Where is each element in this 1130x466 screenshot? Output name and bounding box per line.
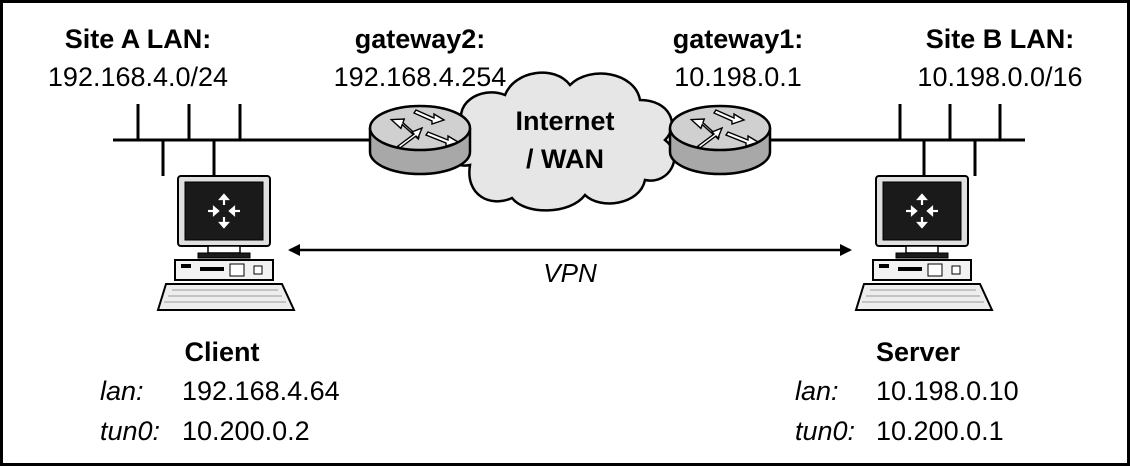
gateway1-router-icon: [668, 104, 772, 176]
site-a-subnet: 192.168.4.0/24: [48, 62, 228, 92]
client-lan-value: 192.168.4.64: [182, 376, 340, 406]
server-tun-label: tun0:: [795, 416, 855, 446]
server-tun-value: 10.200.0.1: [876, 416, 1004, 446]
vpn-label: VPN: [543, 258, 597, 288]
client-workstation-icon: [156, 174, 296, 312]
server-title: Server: [876, 337, 961, 367]
wan-label: / WAN: [526, 144, 604, 174]
gateway2-address: 192.168.4.254: [334, 62, 507, 92]
gateway1-address: 10.198.0.1: [674, 62, 802, 92]
gateway2-router-icon: [368, 104, 472, 176]
site-a-lan-bus: [113, 104, 380, 180]
client-tun-label: tun0:: [100, 416, 160, 446]
client-title: Client: [184, 337, 259, 367]
gateway2-title: gateway2:: [355, 24, 486, 54]
server-lan-value: 10.198.0.10: [876, 376, 1019, 406]
server-lan-label: lan:: [795, 376, 839, 406]
site-a-title: Site A LAN:: [65, 24, 212, 54]
site-b-lan-bus: [760, 104, 1025, 180]
internet-label: Internet: [515, 106, 614, 136]
server-workstation-icon: [854, 174, 994, 312]
client-tun-value: 10.200.0.2: [182, 416, 310, 446]
site-b-subnet: 10.198.0.0/16: [917, 62, 1082, 92]
internet-cloud: Internet / WAN: [447, 71, 676, 212]
client-lan-label: lan:: [100, 376, 144, 406]
site-b-title: Site B LAN:: [926, 24, 1075, 54]
gateway1-title: gateway1:: [673, 24, 804, 54]
